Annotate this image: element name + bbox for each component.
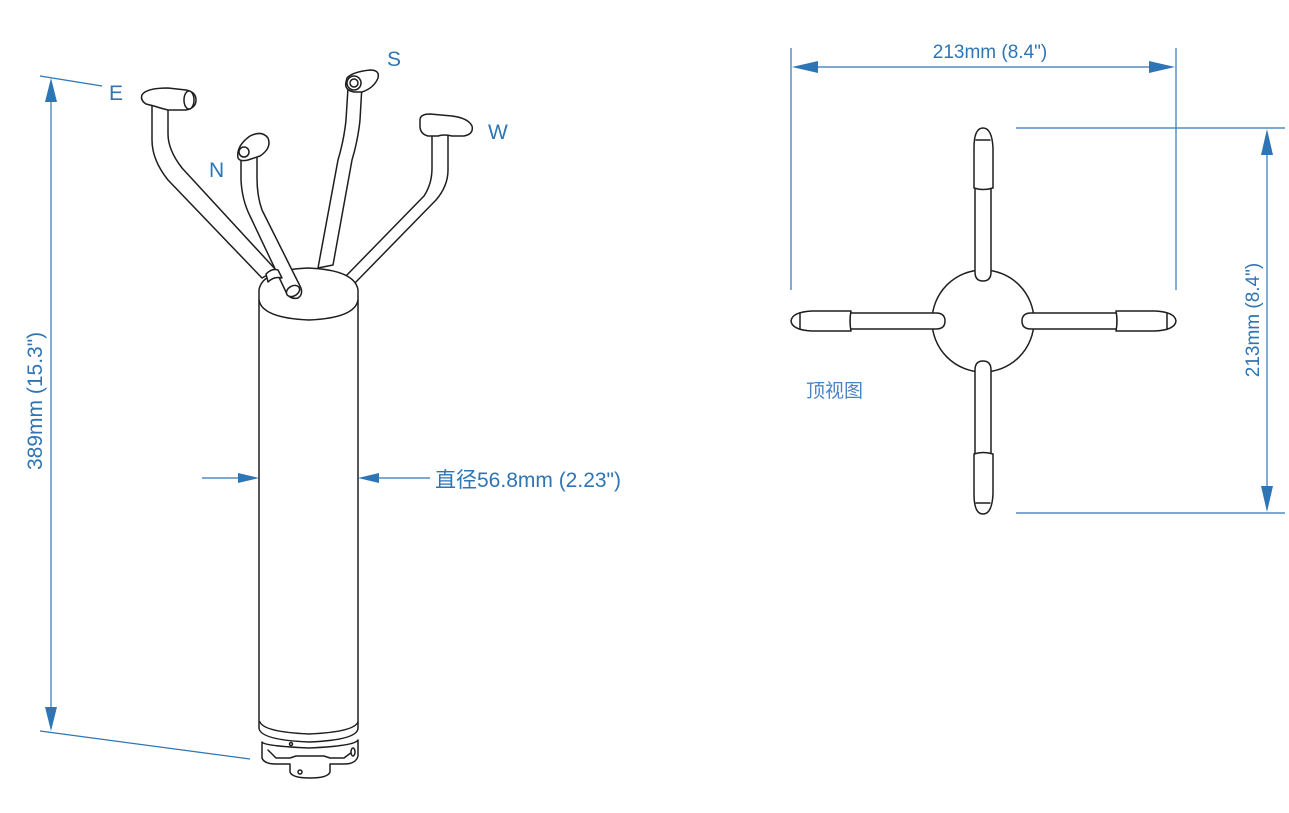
top-view-title: 顶视图: [806, 380, 863, 402]
top-view-hub: [931, 269, 1035, 373]
width-dimension-label: 213mm (8.4"): [933, 42, 1047, 63]
side-view: 389mm (15.3"): [24, 48, 621, 779]
top-view-arm-east: [1021, 310, 1177, 332]
depth-dimension: 213mm (8.4"): [1016, 127, 1285, 514]
east-arm: [140, 87, 277, 279]
west-arm: [337, 113, 474, 295]
width-dimension: 213mm (8.4"): [790, 42, 1177, 290]
housing-body: [258, 267, 359, 779]
top-view: 213mm (8.4") 213mm (8.4"): [790, 42, 1285, 515]
depth-dimension-label: 213mm (8.4"): [1243, 263, 1264, 377]
south-arm: [317, 69, 380, 269]
height-dimension: 389mm (15.3"): [24, 75, 251, 760]
height-dimension-label: 389mm (15.3"): [24, 332, 47, 470]
north-arm: [237, 132, 303, 300]
direction-label-west: W: [488, 121, 508, 144]
top-view-arm-south: [973, 360, 994, 515]
direction-label-east: E: [109, 82, 123, 105]
top-view-arm-north: [973, 127, 994, 282]
diameter-dimension: [202, 473, 430, 483]
diameter-dimension-label: 直径56.8mm (2.23"): [435, 469, 621, 492]
direction-label-south: S: [387, 48, 401, 71]
top-view-arm-west: [790, 310, 946, 332]
direction-label-north: N: [209, 159, 224, 182]
